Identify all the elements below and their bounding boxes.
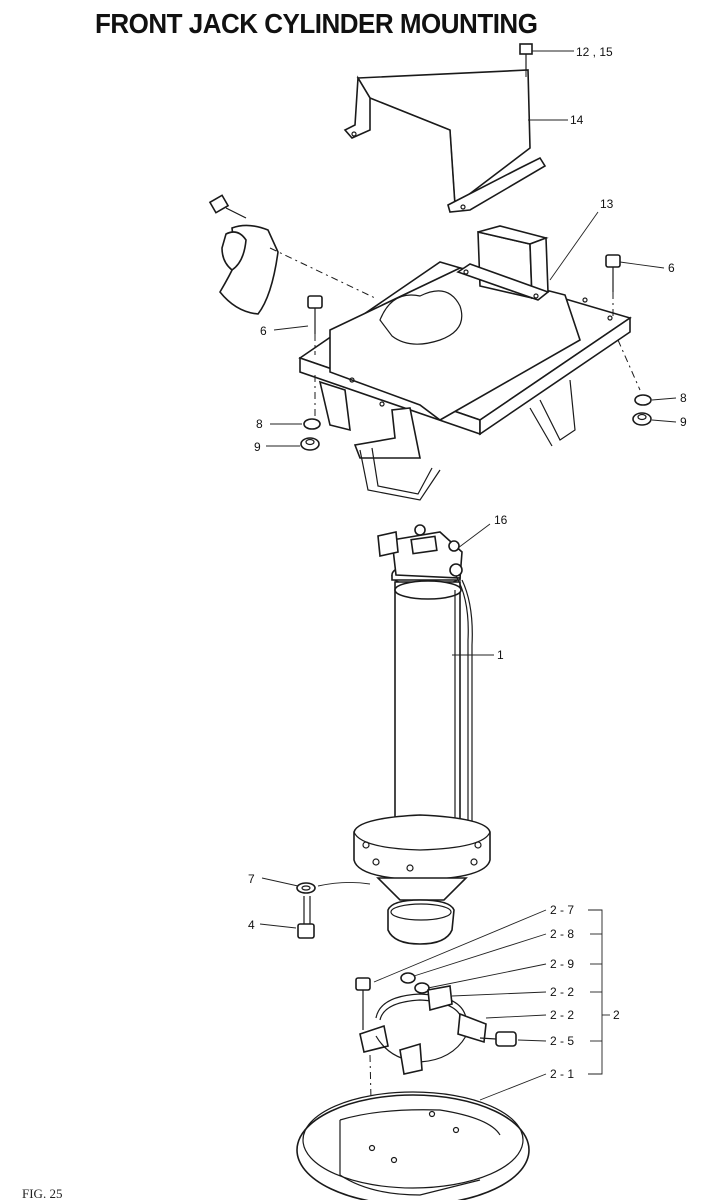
horn-assembly bbox=[208, 194, 376, 315]
callout-12-15: 12 , 15 bbox=[576, 45, 613, 59]
callout-2-5: 2 - 5 bbox=[550, 1034, 574, 1048]
figure-label: FIG. 25 bbox=[22, 1186, 63, 1201]
cover-part-14 bbox=[343, 69, 547, 213]
callout-2: 2 bbox=[613, 1008, 620, 1022]
callout-13: 13 bbox=[600, 197, 614, 211]
callout-2-1: 2 - 1 bbox=[550, 1067, 574, 1081]
callout-7: 7 bbox=[248, 872, 255, 886]
base-plate-part-2-1 bbox=[296, 1091, 530, 1200]
callout-6-left: 6 bbox=[260, 324, 267, 338]
leader-lines bbox=[259, 50, 677, 1101]
bolt-part-12-15 bbox=[519, 43, 533, 78]
bolt-part-6-right bbox=[605, 254, 621, 320]
callout-6-right: 6 bbox=[668, 261, 675, 275]
washer-nut-right bbox=[617, 339, 652, 426]
callout-2-2-lower: 2 - 2 bbox=[550, 1008, 574, 1022]
callout-2-9: 2 - 9 bbox=[550, 957, 574, 971]
callout-16: 16 bbox=[494, 513, 508, 527]
callout-8-right: 8 bbox=[680, 391, 687, 405]
page-title: FRONT JACK CYLINDER MOUNTING bbox=[95, 8, 538, 40]
callout-9-left: 9 bbox=[254, 440, 261, 454]
callout-labels: 12 , 15 14 13 6 6 8 9 8 9 16 1 7 4 2 - 7… bbox=[248, 45, 687, 1081]
callout-2-7: 2 - 7 bbox=[550, 903, 574, 917]
jack-cylinder-part-1 bbox=[353, 524, 491, 945]
callout-1: 1 bbox=[497, 648, 504, 662]
clamp-assembly-part-2 bbox=[355, 972, 517, 1146]
mounting-box-part-13 bbox=[298, 225, 632, 501]
callout-8-left: 8 bbox=[256, 417, 263, 431]
washer-nut-left bbox=[300, 375, 321, 451]
bolt-part-4 bbox=[296, 881, 371, 939]
callout-2-8: 2 - 8 bbox=[550, 927, 574, 941]
callout-9-right: 9 bbox=[680, 415, 687, 429]
callout-14: 14 bbox=[570, 113, 584, 127]
bolt-part-6-left bbox=[307, 295, 323, 355]
callout-4: 4 bbox=[248, 918, 255, 932]
callout-2-2-upper: 2 - 2 bbox=[550, 985, 574, 999]
